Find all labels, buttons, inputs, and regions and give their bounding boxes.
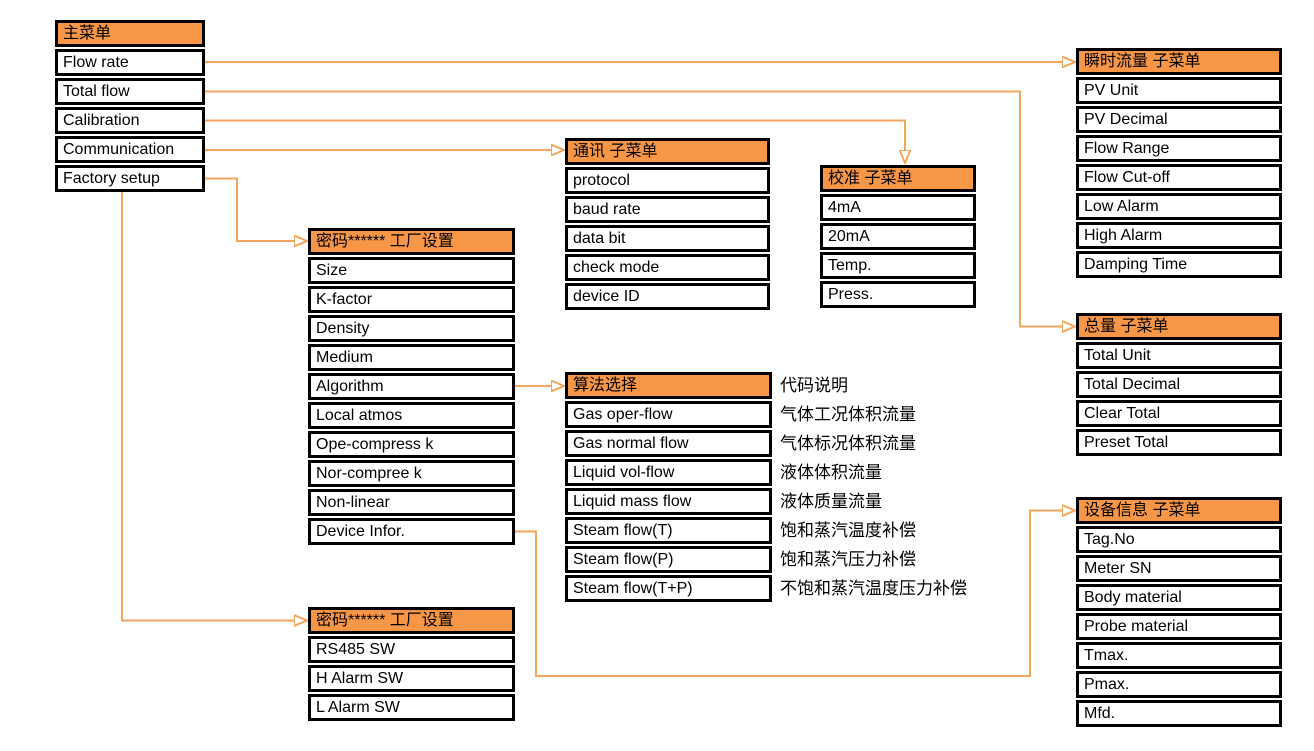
switch-item-rs485-sw: RS485 SW (308, 636, 515, 663)
algorithm-desc-liquid-mass: 液体质量流量 (780, 492, 882, 511)
main-menu-item-calibration: Calibration (55, 107, 205, 134)
algorithm-desc-gas-normal: 气体标况体积流量 (780, 434, 916, 453)
algorithm-item-gas-oper-flow: Gas oper-flow (565, 401, 772, 428)
communication-item-protocol: protocol (565, 167, 770, 194)
connector-calibration (205, 119, 905, 151)
device-item-mfd: Mfd. (1076, 700, 1282, 727)
calibration-submenu-box: 校准 子菜单 4mA 20mA Temp. Press. (820, 165, 976, 310)
total-item-preset-total: Preset Total (1076, 429, 1282, 456)
flow-rate-submenu-box: 瞬时流量 子菜单 PV Unit PV Decimal Flow Range F… (1076, 48, 1282, 280)
main-menu-item-communication: Communication (55, 136, 205, 163)
device-item-pmax: Pmax. (1076, 671, 1282, 698)
algorithm-item-steam-flow-tp: Steam flow(T+P) (565, 575, 772, 602)
factory-item-size: Size (308, 257, 515, 284)
flow-rate-item-flow-range: Flow Range (1076, 135, 1282, 162)
factory-item-device-infor: Device Infor. (308, 518, 515, 545)
total-flow-submenu-box: 总量 子菜单 Total Unit Total Decimal Clear To… (1076, 313, 1282, 458)
main-menu-item-factory-setup: Factory setup (55, 165, 205, 192)
factory-setup-submenu-title: 密码****** 工厂设置 (308, 228, 515, 255)
flow-rate-item-damping-time: Damping Time (1076, 251, 1282, 278)
communication-item-device-id: device ID (565, 283, 770, 310)
flow-rate-item-flow-cutoff: Flow Cut-off (1076, 164, 1282, 191)
switch-item-l-alarm-sw: L Alarm SW (308, 694, 515, 721)
communication-submenu-title: 通讯 子菜单 (565, 138, 770, 165)
communication-item-check-mode: check mode (565, 254, 770, 281)
factory-switches-title: 密码****** 工厂设置 (308, 607, 515, 634)
algorithm-desc-liquid-vol: 液体体积流量 (780, 463, 882, 482)
algorithm-submenu-title: 算法选择 (565, 372, 772, 399)
communication-item-baud-rate: baud rate (565, 196, 770, 223)
main-menu-item-total-flow: Total flow (55, 78, 205, 105)
communication-item-data-bit: data bit (565, 225, 770, 252)
total-flow-submenu-title: 总量 子菜单 (1076, 313, 1282, 340)
total-item-total-unit: Total Unit (1076, 342, 1282, 369)
device-info-submenu-title: 设备信息 子菜单 (1076, 497, 1282, 524)
device-item-probe-material: Probe material (1076, 613, 1282, 640)
factory-setup-submenu-box: 密码****** 工厂设置 Size K-factor Density Medi… (308, 228, 515, 547)
total-item-total-decimal: Total Decimal (1076, 371, 1282, 398)
calibration-item-4ma: 4mA (820, 194, 976, 221)
algorithm-desc-steam-tp: 不饱和蒸汽温度压力补偿 (780, 579, 967, 598)
communication-submenu-box: 通讯 子菜单 protocol baud rate data bit check… (565, 138, 770, 312)
main-menu-item-flow-rate: Flow rate (55, 49, 205, 76)
factory-item-local-atmos: Local atmos (308, 402, 515, 429)
calibration-item-temp: Temp. (820, 252, 976, 279)
calibration-item-20ma: 20mA (820, 223, 976, 250)
algorithm-desc-steam-t: 饱和蒸汽温度补偿 (780, 521, 916, 540)
calibration-submenu-title: 校准 子菜单 (820, 165, 976, 192)
connector-factory-setup (205, 177, 294, 242)
algorithm-desc-gas-oper: 气体工况体积流量 (780, 405, 916, 424)
algorithm-submenu-box: 算法选择 Gas oper-flow Gas normal flow Liqui… (565, 372, 772, 604)
switch-item-h-alarm-sw: H Alarm SW (308, 665, 515, 692)
algorithm-item-liquid-vol-flow: Liquid vol-flow (565, 459, 772, 486)
algorithm-desc-title: 代码说明 (780, 376, 848, 395)
total-item-clear-total: Clear Total (1076, 400, 1282, 427)
algorithm-desc-steam-p: 饱和蒸汽压力补偿 (780, 550, 916, 569)
factory-item-medium: Medium (308, 344, 515, 371)
algorithm-item-gas-normal-flow: Gas normal flow (565, 430, 772, 457)
factory-item-non-linear: Non-linear (308, 489, 515, 516)
algorithm-item-steam-flow-t: Steam flow(T) (565, 517, 772, 544)
main-menu-box: 主菜单 Flow rate Total flow Calibration Com… (55, 20, 205, 194)
device-item-body-material: Body material (1076, 584, 1282, 611)
flow-rate-item-pv-unit: PV Unit (1076, 77, 1282, 104)
flow-rate-submenu-title: 瞬时流量 子菜单 (1076, 48, 1282, 75)
factory-item-algorithm: Algorithm (308, 373, 515, 400)
factory-switches-box: 密码****** 工厂设置 RS485 SW H Alarm SW L Alar… (308, 607, 515, 723)
algorithm-descriptions: 代码说明 气体工况体积流量 气体标况体积流量 液体体积流量 液体质量流量 饱和蒸… (780, 372, 1060, 604)
factory-item-ope-compress-k: Ope-compress k (308, 431, 515, 458)
flow-rate-item-low-alarm: Low Alarm (1076, 193, 1282, 220)
main-menu-title: 主菜单 (55, 20, 205, 47)
algorithm-item-liquid-mass-flow: Liquid mass flow (565, 488, 772, 515)
device-item-tag-no: Tag.No (1076, 526, 1282, 553)
factory-item-k-factor: K-factor (308, 286, 515, 313)
calibration-item-press: Press. (820, 281, 976, 308)
device-info-submenu-box: 设备信息 子菜单 Tag.No Meter SN Body material P… (1076, 497, 1282, 729)
algorithm-item-steam-flow-p: Steam flow(P) (565, 546, 772, 573)
factory-item-nor-compree-k: Nor-compree k (308, 460, 515, 487)
connector-factory-switches (121, 192, 294, 621)
flow-rate-item-high-alarm: High Alarm (1076, 222, 1282, 249)
device-item-meter-sn: Meter SN (1076, 555, 1282, 582)
factory-item-density: Density (308, 315, 515, 342)
device-item-tmax: Tmax. (1076, 642, 1282, 669)
flow-rate-item-pv-decimal: PV Decimal (1076, 106, 1282, 133)
